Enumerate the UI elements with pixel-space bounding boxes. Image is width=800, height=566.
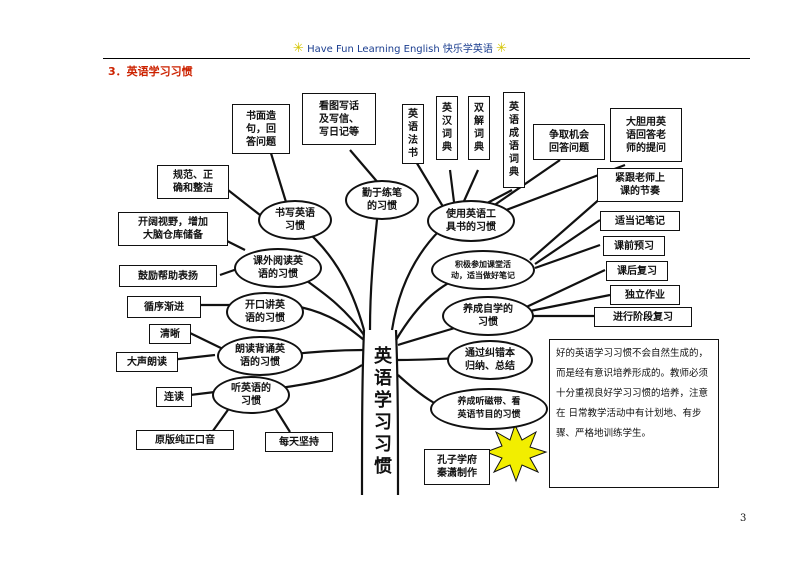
header-text: Have Fun Learning English 快乐学英语 bbox=[307, 44, 493, 55]
leaf-take-notes: 适当记笔记 bbox=[600, 211, 680, 231]
leaf-grammar-book: 英 语 法 书 bbox=[402, 104, 424, 164]
leaf-independent-work: 独立作业 bbox=[610, 285, 680, 305]
leaf-follow-teacher: 紧跟老师上 课的节奏 bbox=[597, 168, 683, 202]
leaf-daily: 每天坚持 bbox=[265, 432, 333, 452]
leaf-bilingual-dictionary: 双 解 词 典 bbox=[468, 96, 490, 160]
leaf-neat-writing: 规范、正 确和整洁 bbox=[157, 165, 229, 199]
leaf-stage-review: 进行阶段复习 bbox=[594, 307, 692, 327]
branch-speaking: 开口讲英 语的习惯 bbox=[226, 292, 304, 332]
branch-reading-aloud: 朗读背诵英 语的习惯 bbox=[217, 336, 303, 376]
leaf-en-cn-dictionary: 英 汉 词 典 bbox=[436, 96, 458, 160]
leaf-credit: 孔子学府 秦潇制作 bbox=[424, 449, 490, 485]
sun-icon: ✳ bbox=[496, 41, 508, 56]
leaf-broaden-horizons: 开阔视野，增加 大脑仓库储备 bbox=[118, 212, 228, 246]
branch-class-activity: 积极参加课堂活 动，适当做好笔记 bbox=[431, 250, 535, 290]
leaf-preview: 课前预习 bbox=[603, 236, 665, 256]
branch-writing-habit: 书写英语 习惯 bbox=[258, 200, 332, 240]
branch-practice-writing: 勤于练笔 的习惯 bbox=[345, 180, 419, 220]
starburst-shape bbox=[484, 423, 548, 483]
section-title: 3．英语学习习惯 bbox=[108, 65, 193, 78]
leaf-encourage: 鼓励帮助表扬 bbox=[119, 265, 217, 287]
trunk-label: 英 语 学 习 习 惯 bbox=[374, 346, 392, 477]
note-box: 好的英语学习习惯不会自然生成的，而是经有意识培养形成的。教师必须十分重视良好学习… bbox=[549, 339, 719, 488]
header-rule bbox=[103, 58, 750, 59]
leaf-idiom-dictionary: 英 语 成 语 词 典 bbox=[503, 92, 525, 188]
leaf-answer-questions: 争取机会 回答问题 bbox=[533, 124, 605, 160]
leaf-picture-writing: 看图写话 及写信、 写日记等 bbox=[302, 93, 376, 145]
leaf-clear: 清晰 bbox=[149, 324, 191, 344]
sun-icon: ✳ bbox=[292, 41, 304, 56]
leaf-bold-answer: 大胆用英 语回答老 师的提问 bbox=[610, 108, 682, 162]
branch-self-study: 养成自学的 习惯 bbox=[442, 296, 534, 336]
page-number: 3 bbox=[740, 513, 747, 524]
leaf-read-aloud: 大声朗读 bbox=[116, 352, 178, 372]
leaf-authentic-accent: 原版纯正口音 bbox=[136, 430, 234, 450]
leaf-liaison: 连读 bbox=[156, 387, 192, 407]
page-header: ✳ Have Fun Learning English 快乐学英语 ✳ bbox=[0, 40, 800, 56]
branch-tapes-programs: 养成听磁带、看 英语节目的习惯 bbox=[430, 388, 548, 430]
branch-extra-reading: 课外阅读英 语的习惯 bbox=[234, 248, 322, 288]
leaf-step-by-step: 循序渐进 bbox=[127, 296, 201, 318]
branch-listening: 听英语的 习惯 bbox=[212, 376, 290, 414]
leaf-sentences: 书面造 句，回 答问题 bbox=[232, 104, 290, 154]
branch-error-notebook: 通过纠错本 归纳、总结 bbox=[447, 340, 533, 380]
leaf-review: 课后复习 bbox=[606, 261, 668, 281]
branch-reference-books: 使用英语工 具书的习惯 bbox=[427, 200, 515, 242]
